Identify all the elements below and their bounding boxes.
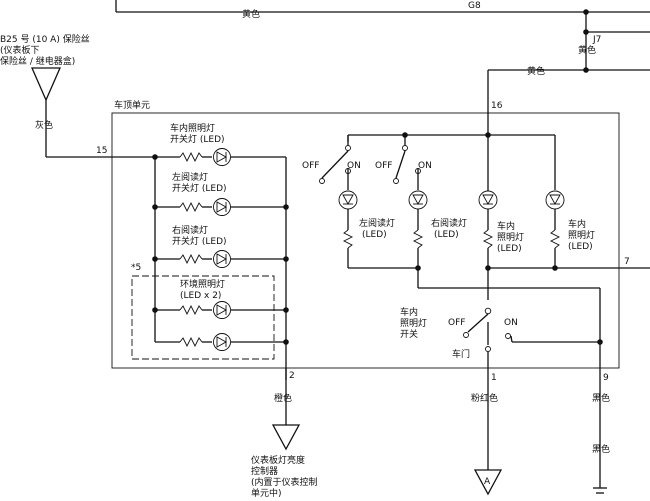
led-label: 开关灯 (LED) — [172, 235, 227, 247]
pin-number: 1 — [491, 373, 497, 383]
door-label: 车门 — [452, 348, 470, 360]
lamp-label: 车内 — [497, 220, 515, 232]
controller-label: 单元中) — [251, 487, 282, 499]
controller-label: 控制器 — [251, 465, 278, 477]
pin-number: 7 — [624, 257, 630, 267]
lamp-left-reading — [338, 190, 358, 268]
lamp-label: 左阅读灯 — [359, 217, 395, 229]
unit-title: 车顶单元 — [114, 99, 150, 111]
switch-label: OFF — [302, 161, 319, 171]
connector-code: G8 — [468, 1, 481, 11]
switch-label: ON — [418, 161, 432, 171]
lamp-label: (LED) — [434, 230, 459, 240]
note-label: *5 — [131, 263, 141, 273]
lamp-label: (LED) — [362, 230, 387, 240]
junction-dot — [415, 265, 421, 271]
fuse-label: 保险丝 / 继电器盒) — [0, 55, 75, 67]
led-row-2 — [155, 198, 286, 216]
ambient-label: 环境照明灯 — [180, 278, 225, 290]
lamp-label: 照明灯 — [568, 230, 595, 241]
led-row-3 — [155, 250, 286, 268]
wire-color-label: 橙色 — [274, 392, 292, 404]
roof-unit-box — [111, 112, 620, 369]
lamp-interior-2 — [545, 190, 565, 268]
wire-color-label: 灰色 — [35, 119, 53, 131]
led-label: 右阅读灯 — [172, 224, 208, 236]
ambient-dashed-box — [131, 275, 275, 360]
fuse-label: (仪表板下 — [0, 44, 40, 56]
pin-number: 15 — [96, 146, 107, 156]
switch-title: 开关 — [400, 328, 418, 340]
switch-title: 车内 — [400, 306, 418, 318]
lamp-label: 照明灯 — [497, 232, 524, 243]
controller-connector — [271, 424, 301, 451]
ambient-label: (LED x 2) — [180, 291, 221, 301]
wire-color-label: 黄色 — [578, 44, 596, 56]
led-row-5 — [155, 333, 286, 351]
led-label: 左阅读灯 — [172, 171, 208, 183]
switch-left-reading — [319, 135, 351, 190]
controller-label: 仪表板灯亮度 — [251, 454, 305, 466]
junction-dot — [552, 265, 558, 271]
switch-label: ON — [347, 161, 361, 171]
wire-color-label: 黑色 — [592, 392, 610, 404]
led-label: 车内照明灯 — [170, 122, 215, 134]
switch-label: OFF — [375, 161, 392, 171]
switch-pos-label: OFF — [448, 318, 465, 328]
interior-light-switch — [463, 307, 600, 352]
lamp-label: 右阅读灯 — [431, 217, 467, 229]
led-label: 开关灯 (LED) — [170, 133, 225, 145]
pin-number: 16 — [491, 101, 503, 111]
wire-color-label: 黄色 — [242, 8, 260, 20]
fuse-symbol — [31, 67, 61, 102]
lamp-right-reading — [408, 190, 428, 288]
lamp-interior-1 — [478, 135, 498, 268]
wire-color-label: 粉红色 — [471, 392, 498, 404]
connector-a — [473, 469, 503, 496]
connector-code: J7 — [592, 35, 601, 45]
pin-number: 9 — [603, 373, 609, 383]
switch-pos-label: ON — [504, 318, 518, 328]
controller-label: (内置于仪表控制 — [251, 476, 318, 488]
junction-dot — [583, 67, 589, 73]
led-row-1 — [155, 148, 286, 166]
lamp-label: (LED) — [568, 242, 593, 252]
led-label: 开关灯 (LED) — [172, 182, 227, 194]
led-row-4 — [155, 301, 286, 319]
switch-right-reading — [393, 135, 421, 190]
junction-dot — [583, 29, 589, 35]
connector-label: A — [484, 477, 491, 487]
switch-title: 照明灯 — [400, 318, 427, 329]
lamp-label: (LED) — [497, 244, 522, 254]
fuse-label: B25 号 (10 A) 保险丝 — [0, 33, 90, 45]
wire-color-label: 黑色 — [592, 443, 610, 455]
lamp-label: 车内 — [568, 218, 586, 230]
pin-number: 2 — [289, 371, 295, 381]
wire-color-label: 黄色 — [527, 65, 545, 77]
